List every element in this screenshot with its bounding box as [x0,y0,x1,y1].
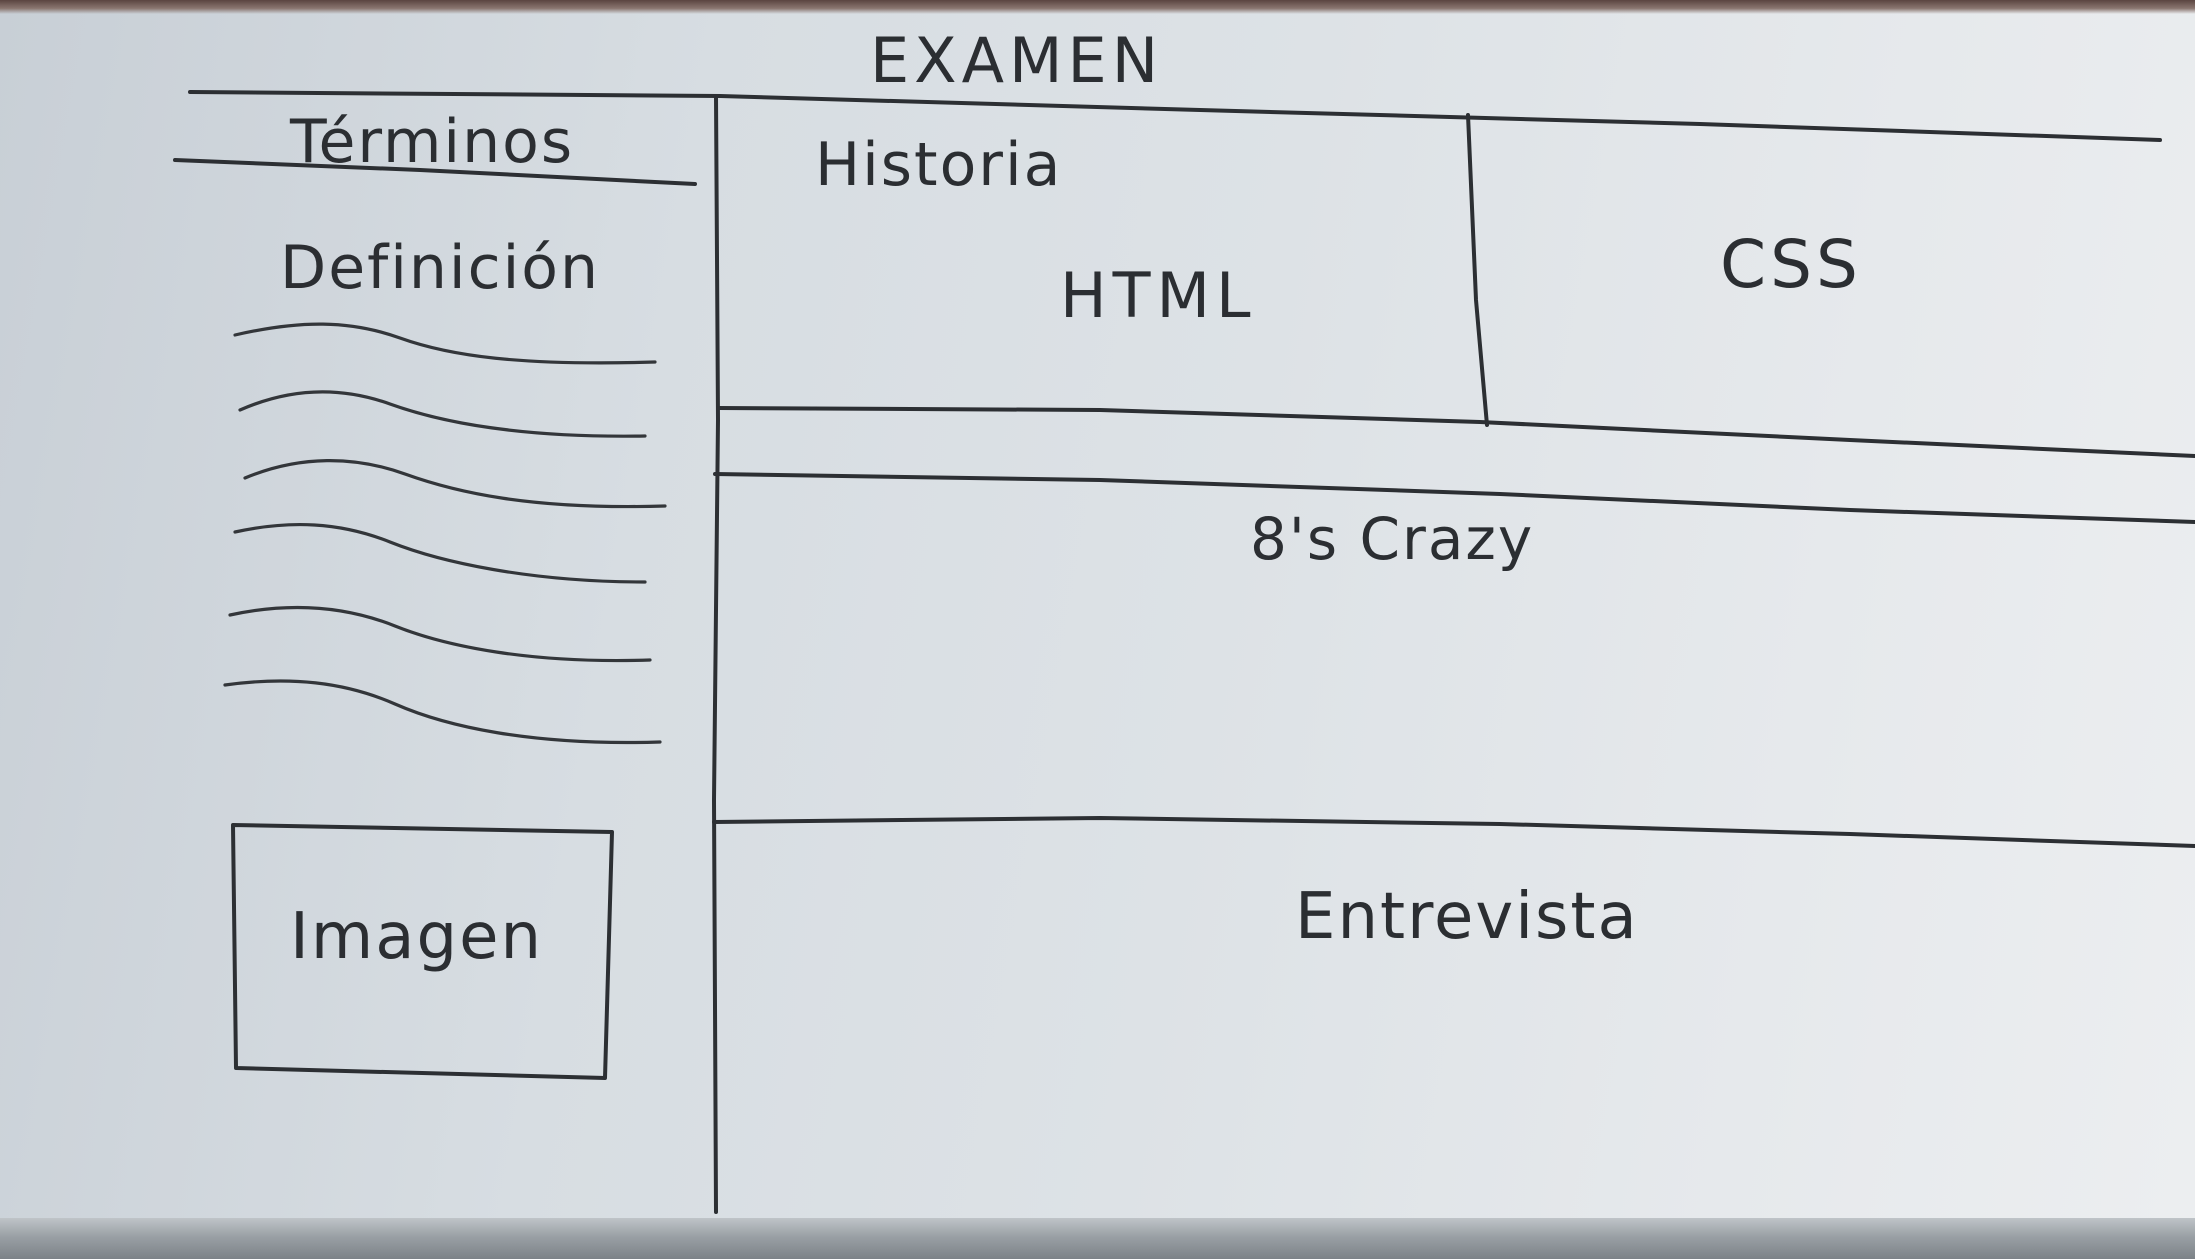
history-label: Historia [815,130,1063,200]
top-panel-rule [716,406,2195,458]
sheet-top-edge [0,0,2195,14]
middle-panel-rule [713,472,2195,524]
sidebar-divider [712,94,720,1214]
bottom-panel-rule [712,816,2195,848]
header-rule [188,90,2162,142]
wavy-line [233,322,657,365]
terms-underline [173,158,697,186]
html-panel-label: HTML [1060,259,1257,332]
page-title: EXAMEN [870,24,1164,97]
wavy-line [243,459,667,509]
css-panel-label: CSS [1720,226,1862,303]
image-placeholder-label: Imagen [290,900,543,974]
wavy-line [233,522,647,584]
wavy-line [223,679,662,745]
wavy-line [238,390,647,438]
definition-label: Definición [280,233,600,303]
sheet-bottom-edge [0,1218,2195,1259]
image-box [231,823,614,1080]
crazy-eights-label: 8's Crazy [1250,505,1535,573]
html-css-divider [1466,113,1489,427]
terms-heading: Términos [290,107,575,177]
interview-label: Entrevista [1295,880,1639,954]
wavy-line [228,605,652,663]
